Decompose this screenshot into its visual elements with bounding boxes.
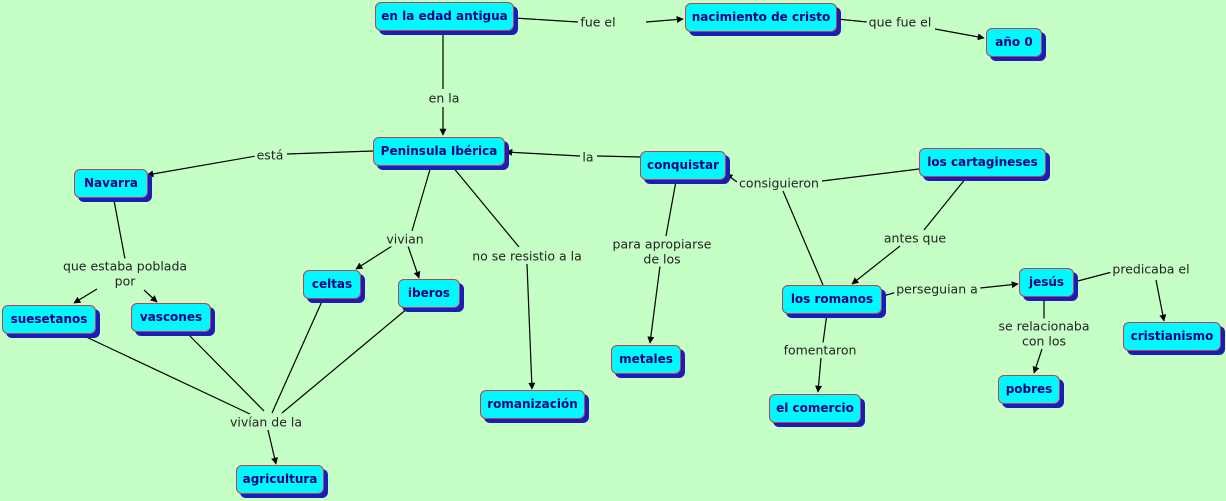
link-label-vivian-de: vivían de la: [227, 414, 305, 430]
line-relacionaba-to-pobres: [1032, 348, 1043, 374]
line-poblada-to-vascones: [143, 289, 158, 303]
link-label-que-fue-el: que fue el: [866, 14, 934, 30]
line-navarra-to-poblada: [112, 194, 126, 260]
line-apropiarse-to-metales: [647, 265, 661, 344]
concept-ano-0[interactable]: año 0: [986, 28, 1042, 57]
line-romanos-to-consiguieron: [782, 190, 824, 286]
line-edad-to-fue-el: [513, 17, 579, 23]
concept-romanizacion[interactable]: romanización: [480, 390, 585, 419]
link-label-relacionaba-line2: con los: [1019, 333, 1069, 349]
line-conquistar-to-apropiarse: [665, 180, 677, 237]
link-label-la: la: [580, 149, 596, 165]
link-label-apropiarse-line2: de los: [641, 251, 683, 267]
line-vivian-de-to-agricultura: [267, 429, 278, 465]
line-antes-que-to-romanos: [851, 245, 901, 285]
link-label-relacionaba-line1: se relacionaba: [996, 318, 1092, 334]
link-label-no-resistio: no se resistio a la: [470, 248, 584, 264]
line-cartagineses-to-consiguieron: [821, 168, 920, 182]
concept-edad-antigua[interactable]: en la edad antigua: [375, 2, 514, 31]
line-la-to-peninsula: [505, 148, 581, 157]
link-label-esta: está: [254, 147, 286, 163]
concept-metales[interactable]: metales: [611, 345, 681, 374]
line-romanos-to-fomentaron: [822, 312, 828, 344]
concept-suesetanos[interactable]: suesetanos: [2, 305, 96, 334]
concept-vascones[interactable]: vascones: [131, 303, 211, 332]
line-no-resistio-to-romanizacion: [526, 263, 536, 390]
link-label-fue-el: fue el: [578, 14, 618, 30]
line-vascones-to-vivian-de: [185, 331, 265, 412]
line-consiguieron-to-conquistar: [725, 173, 738, 183]
line-fomentaron-to-comercio: [815, 357, 823, 393]
concept-peninsula-iberica[interactable]: Peninsula Ibérica: [373, 137, 505, 166]
line-que-fue-el-to-ano: [934, 28, 985, 41]
line-peninsula-to-esta: [286, 150, 374, 155]
line-peninsula-to-vivian: [411, 165, 432, 232]
concept-nacimiento-de-cristo[interactable]: nacimiento de cristo: [685, 3, 837, 32]
line-jesus-to-predicaba: [1073, 271, 1113, 283]
link-label-en-la: en la: [426, 90, 462, 106]
line-peninsula-to-no-resistio: [451, 165, 520, 248]
link-label-poblada-line1: que estaba poblada: [60, 258, 190, 274]
concept-los-cartagineses[interactable]: los cartagineses: [919, 148, 1046, 177]
line-cartagineses-to-antes-que: [923, 177, 967, 231]
link-label-apropiarse-line1: para apropiarse: [610, 236, 714, 252]
link-label-consiguieron: consiguieron: [737, 175, 821, 191]
line-iberos-to-vivian-de: [281, 307, 409, 414]
line-suesetanos-to-vivian-de: [81, 334, 251, 415]
concept-navarra[interactable]: Navarra: [74, 169, 148, 198]
link-label-predicaba: predicaba el: [1110, 261, 1192, 277]
link-label-antes-que: antes que: [881, 230, 949, 246]
concept-jesus[interactable]: jesús: [1019, 268, 1074, 297]
line-fue-el-to-nacimiento: [645, 16, 684, 23]
concept-iberos[interactable]: iberos: [398, 279, 460, 308]
line-poblada-to-suesetanos: [73, 288, 98, 304]
link-label-persiguian: perseguian a: [894, 281, 980, 297]
link-label-vivian: vivian: [384, 231, 426, 247]
concept-pobres[interactable]: pobres: [998, 375, 1060, 404]
concept-conquistar[interactable]: conquistar: [640, 151, 726, 180]
line-persiguian-to-jesus: [979, 281, 1019, 289]
line-vivian-to-iberos: [407, 245, 421, 279]
link-label-fomentaron: fomentaron: [781, 342, 859, 358]
concept-cristianismo[interactable]: cristianismo: [1123, 322, 1221, 351]
concept-agricultura[interactable]: agricultura: [236, 465, 324, 494]
line-celtas-to-vivian-de: [271, 298, 324, 414]
line-conquistar-to-la: [596, 155, 641, 158]
line-vivian-to-celtas: [355, 245, 393, 270]
line-esta-to-navarra: [146, 155, 257, 178]
concept-el-comercio[interactable]: el comercio: [769, 394, 861, 423]
line-predicaba-to-cristianismo: [1155, 279, 1167, 322]
line-nacimiento-to-que-fue-el: [836, 18, 868, 23]
concept-celtas[interactable]: celtas: [303, 270, 361, 299]
concept-los-romanos[interactable]: los romanos: [782, 285, 882, 314]
link-label-poblada-line2: por: [112, 273, 138, 289]
